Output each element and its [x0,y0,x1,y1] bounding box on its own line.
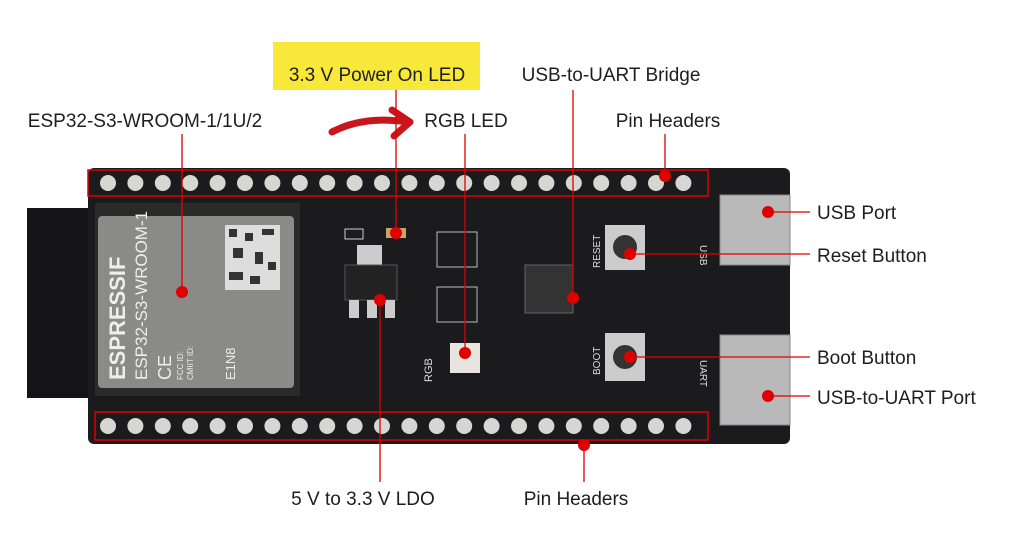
cmiit-text: CMIIT ID: [186,346,195,380]
ce-mark: CE [155,355,175,380]
leader-lines [181,90,810,482]
header-pin [620,418,637,434]
header-pin [182,175,199,191]
header-pin [675,418,692,434]
header-pin [675,175,692,191]
reset-button[interactable] [605,225,645,270]
header-pin [483,418,500,434]
brand-text: ESPRESSIF [105,257,130,380]
header-pin [291,175,308,191]
header-pin [565,418,582,434]
transistor [436,231,478,268]
header-pin [100,418,116,434]
header-pin [428,418,445,434]
header-pin [401,418,418,434]
label-boot-button: Boot Button [817,348,916,369]
header-pin [620,175,637,191]
label-reset-button: Reset Button [817,246,927,267]
esp32-module: ESPRESSIF ESP32-S3-WROOM-1 FCC ID: CMIIT… [95,203,300,396]
header-pin [565,175,582,191]
resistor [344,228,364,240]
usb-to-uart-port[interactable] [719,334,791,426]
header-pin [483,175,500,191]
label-rgb-led: RGB LED [424,111,507,132]
header-pin [182,418,199,434]
label-uart-bridge: USB-to-UART Bridge [522,65,701,86]
label-usb-port: USB Port [817,203,897,224]
header-pin [401,175,418,191]
header-pin [456,418,473,434]
label-power-led: 3.3 V Power On LED [289,65,465,86]
header-pin [374,418,390,434]
bottom-header-box [94,411,709,441]
header-pin [264,175,281,191]
header-pin [264,418,281,434]
usb-silk: USB [697,245,708,266]
header-pin [319,418,336,434]
rgb-silk: RGB [423,358,435,382]
top-header-box [87,169,709,197]
header-pin [127,175,144,191]
header-pin [538,418,555,434]
header-pin [648,418,664,434]
reset-silk: RESET [592,235,603,268]
variant-text: E1N8 [223,347,238,380]
header-pin [538,175,555,191]
header-pin [511,175,527,191]
label-ldo: 5 V to 3.3 V LDO [291,489,435,510]
antenna [27,208,99,398]
header-pin [209,418,226,434]
header-pin [456,175,473,191]
module-name-text: ESP32-S3-WROOM-1 [132,211,151,380]
header-pin [511,418,527,434]
header-pin [237,175,253,191]
header-pin [237,418,253,434]
header-pin [209,175,226,191]
ldo-regulator [344,245,398,318]
label-pin-headers-bottom: Pin Headers [524,489,629,510]
uart-bridge-chip [524,264,574,314]
header-pin [154,418,171,434]
header-pin [127,418,144,434]
transistor [436,286,478,323]
header-pin [100,175,116,191]
header-pin [593,418,610,434]
hand-drawn-arrow [328,106,414,140]
uart-silk: UART [697,360,708,387]
label-uart-port: USB-to-UART Port [817,388,976,409]
pin-headers [100,175,692,434]
header-pin [593,175,610,191]
fcc-text: FCC ID: [176,351,185,380]
header-pin [291,418,308,434]
label-highlight [273,42,480,90]
header-pin [346,418,363,434]
header-pin [428,175,445,191]
boot-silk: BOOT [592,347,603,375]
header-pin [346,175,363,191]
header-pin [154,175,171,191]
marker-dots [176,170,774,451]
label-pin-headers-top: Pin Headers [616,111,721,132]
header-pin [319,175,336,191]
header-pin [374,175,390,191]
usb-port[interactable] [719,194,791,266]
label-module: ESP32-S3-WROOM-1/1U/2 [28,111,262,132]
